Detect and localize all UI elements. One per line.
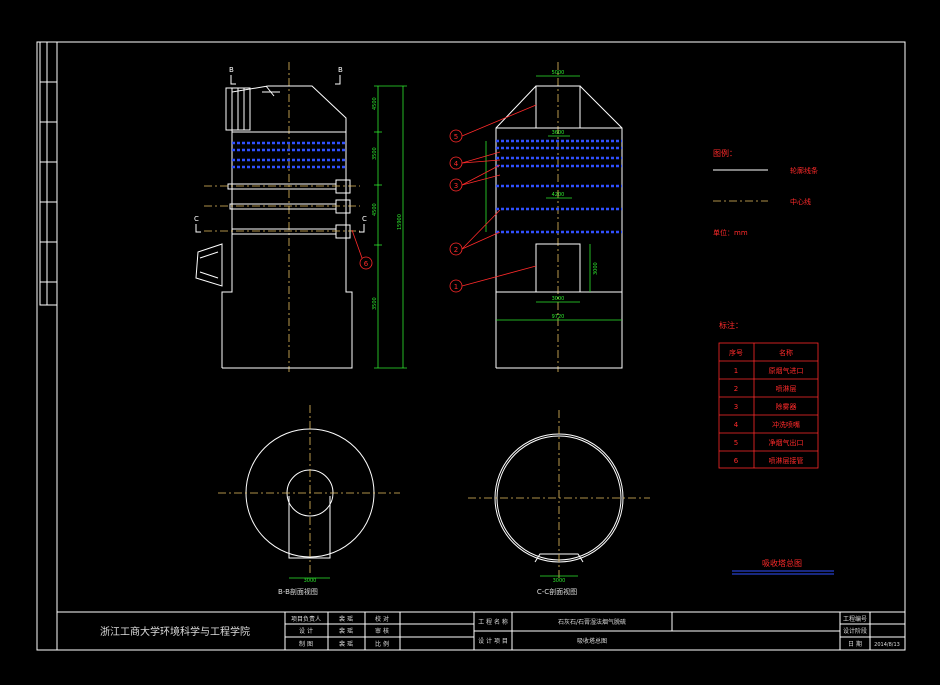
role-name: 裴 瑶	[339, 627, 353, 635]
parts-row-no: 6	[734, 457, 739, 465]
parts-row-no: 3	[734, 403, 738, 411]
front-dim-3: 4500	[372, 203, 378, 216]
callout-6-leader	[351, 229, 363, 259]
side-outlet	[535, 85, 581, 129]
spray-header-3	[204, 224, 360, 239]
parts-table-title: 标注：	[719, 320, 743, 330]
side-inlet-h-text: 3000	[593, 262, 599, 275]
section-b-right-label: B	[338, 66, 343, 74]
parts-row-name: 除雾器	[776, 402, 797, 411]
callout-3-circle	[449, 178, 463, 192]
section-c-right-label: C	[362, 215, 367, 223]
section-c-plan	[468, 410, 650, 580]
parts-row-name: 喷淋层接管	[769, 456, 804, 465]
front-roof	[231, 85, 347, 133]
legend-unit: 单位：mm	[713, 228, 748, 237]
project-label: 工 程 名 称	[478, 618, 508, 626]
legend-outline-label: 轮廓线条	[790, 166, 818, 175]
front-dim-1: 4500	[372, 97, 378, 110]
callout-2-number: 2	[454, 246, 458, 254]
callout-4-number: 4	[454, 160, 459, 168]
parts-row-name: 净烟气出口	[769, 438, 804, 447]
right-label: 设计阶段	[843, 627, 867, 635]
parts-table	[718, 342, 819, 469]
side-upper-dim-text: 3600	[552, 130, 565, 136]
section-b-left	[230, 75, 236, 85]
check-label: 校 对	[375, 615, 389, 623]
check-label: 比 例	[375, 640, 389, 648]
b-section-label: B-B剖面视图	[278, 587, 318, 596]
section-c-right	[359, 224, 365, 233]
callout-1-number: 1	[454, 283, 458, 291]
right-label: 日 期	[848, 640, 862, 648]
legend-center-label: 中心线	[790, 197, 811, 206]
front-elevation	[195, 62, 407, 372]
role-label: 设 计	[299, 627, 313, 635]
binding-strip	[39, 41, 58, 306]
callout-1-circle	[449, 279, 463, 293]
callout-5-circle	[449, 129, 463, 143]
role-name: 裴 瑶	[339, 640, 353, 648]
callout-3-number: 3	[454, 182, 458, 190]
school-name: 浙江工商大学环境科学与工程学院	[100, 625, 250, 638]
parts-header-no: 序号	[729, 348, 743, 357]
side-middle-dim-text: 4200	[552, 192, 565, 198]
callout-5-number: 5	[454, 133, 458, 141]
legend	[713, 169, 768, 202]
parts-row-name: 喷淋层	[776, 384, 797, 393]
front-total-dim: 15900	[397, 214, 403, 230]
section-b-plan	[218, 405, 400, 579]
parts-row-no: 5	[734, 439, 738, 447]
parts-row-name: 冲洗喷嘴	[772, 420, 800, 429]
callout-6-circle	[359, 256, 373, 270]
callout-4-circle	[449, 156, 463, 170]
spray-header-2	[204, 199, 360, 214]
side-inlet-w-text: 3000	[552, 296, 565, 302]
front-inlet-duct	[195, 243, 223, 287]
design-item: 吸收塔总图	[577, 637, 607, 645]
role-name: 裴 瑶	[339, 615, 353, 623]
check-label: 审 核	[375, 627, 389, 635]
parts-row-no: 1	[734, 367, 738, 375]
role-label: 项目负责人	[291, 615, 321, 623]
parts-row-name: 原烟气进口	[769, 366, 804, 375]
side-elevation	[449, 62, 623, 372]
project-name: 石灰石/石膏湿法烟气脱硫	[558, 618, 626, 626]
side-base-dim-text: 9720	[552, 314, 565, 320]
parts-row-no: 2	[734, 385, 738, 393]
parts-header-name: 名称	[779, 348, 793, 357]
callout-6-number: 6	[364, 260, 369, 268]
spray-header-1	[204, 179, 360, 194]
parts-row-no: 4	[734, 421, 739, 429]
legend-title: 图例：	[713, 148, 737, 158]
callout-2-circle	[449, 242, 463, 256]
section-b-left-label: B	[229, 66, 234, 74]
design-label: 设 计 项 目	[478, 637, 508, 645]
section-c-left	[195, 224, 201, 233]
role-label: 制 图	[299, 640, 313, 648]
drawing-date: 2014/8/13	[874, 642, 900, 648]
c-section-dim: 3000	[553, 578, 566, 584]
side-top-dim-text: 5000	[552, 70, 565, 76]
title-block	[56, 611, 906, 651]
section-c-left-label: C	[194, 215, 199, 223]
right-label: 工程编号	[843, 615, 867, 623]
c-section-label: C-C剖面视图	[537, 587, 577, 596]
front-dim-4: 3500	[372, 297, 378, 310]
side-inlet	[535, 243, 581, 293]
b-section-dim: 3000	[304, 578, 317, 584]
drawing-title: 吸收塔总图	[762, 558, 802, 568]
front-dim-2: 3500	[372, 147, 378, 160]
section-b-right	[335, 75, 341, 85]
